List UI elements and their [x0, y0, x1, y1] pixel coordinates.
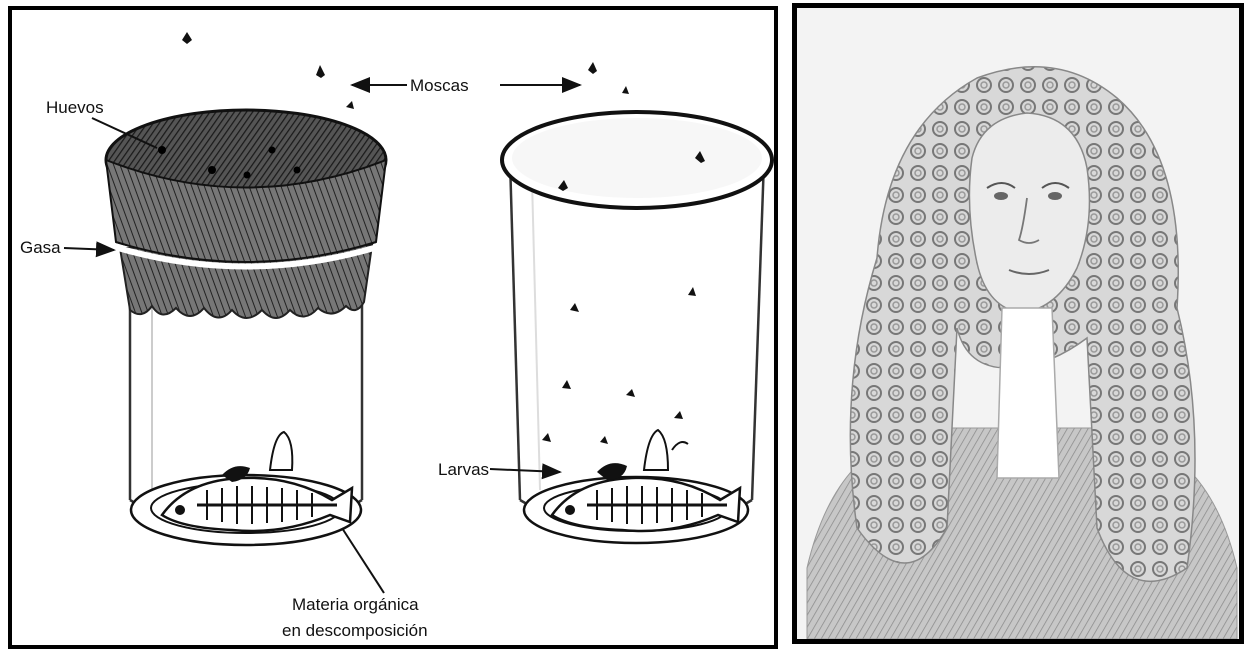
- svg-text:Huevos: Huevos: [46, 98, 104, 117]
- svg-text:Larvas: Larvas: [438, 460, 489, 479]
- label-larvas: Larvas: [438, 460, 560, 479]
- label-gasa: Gasa: [20, 238, 114, 257]
- engraved-portrait: [797, 8, 1239, 639]
- svg-text:en descomposición: en descomposición: [282, 621, 428, 640]
- svg-text:Gasa: Gasa: [20, 238, 61, 257]
- svg-text:Moscas: Moscas: [410, 76, 469, 95]
- experiment-diagram-panel: Moscas Huevos Gasa Larvas Materia orgáni…: [8, 6, 778, 649]
- label-huevos: Huevos: [46, 98, 157, 148]
- open-jar: [502, 112, 772, 543]
- label-moscas: Moscas: [352, 76, 580, 95]
- portrait-panel: [792, 3, 1244, 644]
- covered-jar: [106, 110, 386, 545]
- svg-text:Materia orgánica: Materia orgánica: [292, 595, 419, 614]
- label-materia-organica: Materia orgánica en descomposición: [282, 528, 428, 640]
- experiment-diagram: Moscas Huevos Gasa Larvas Materia orgáni…: [12, 10, 774, 645]
